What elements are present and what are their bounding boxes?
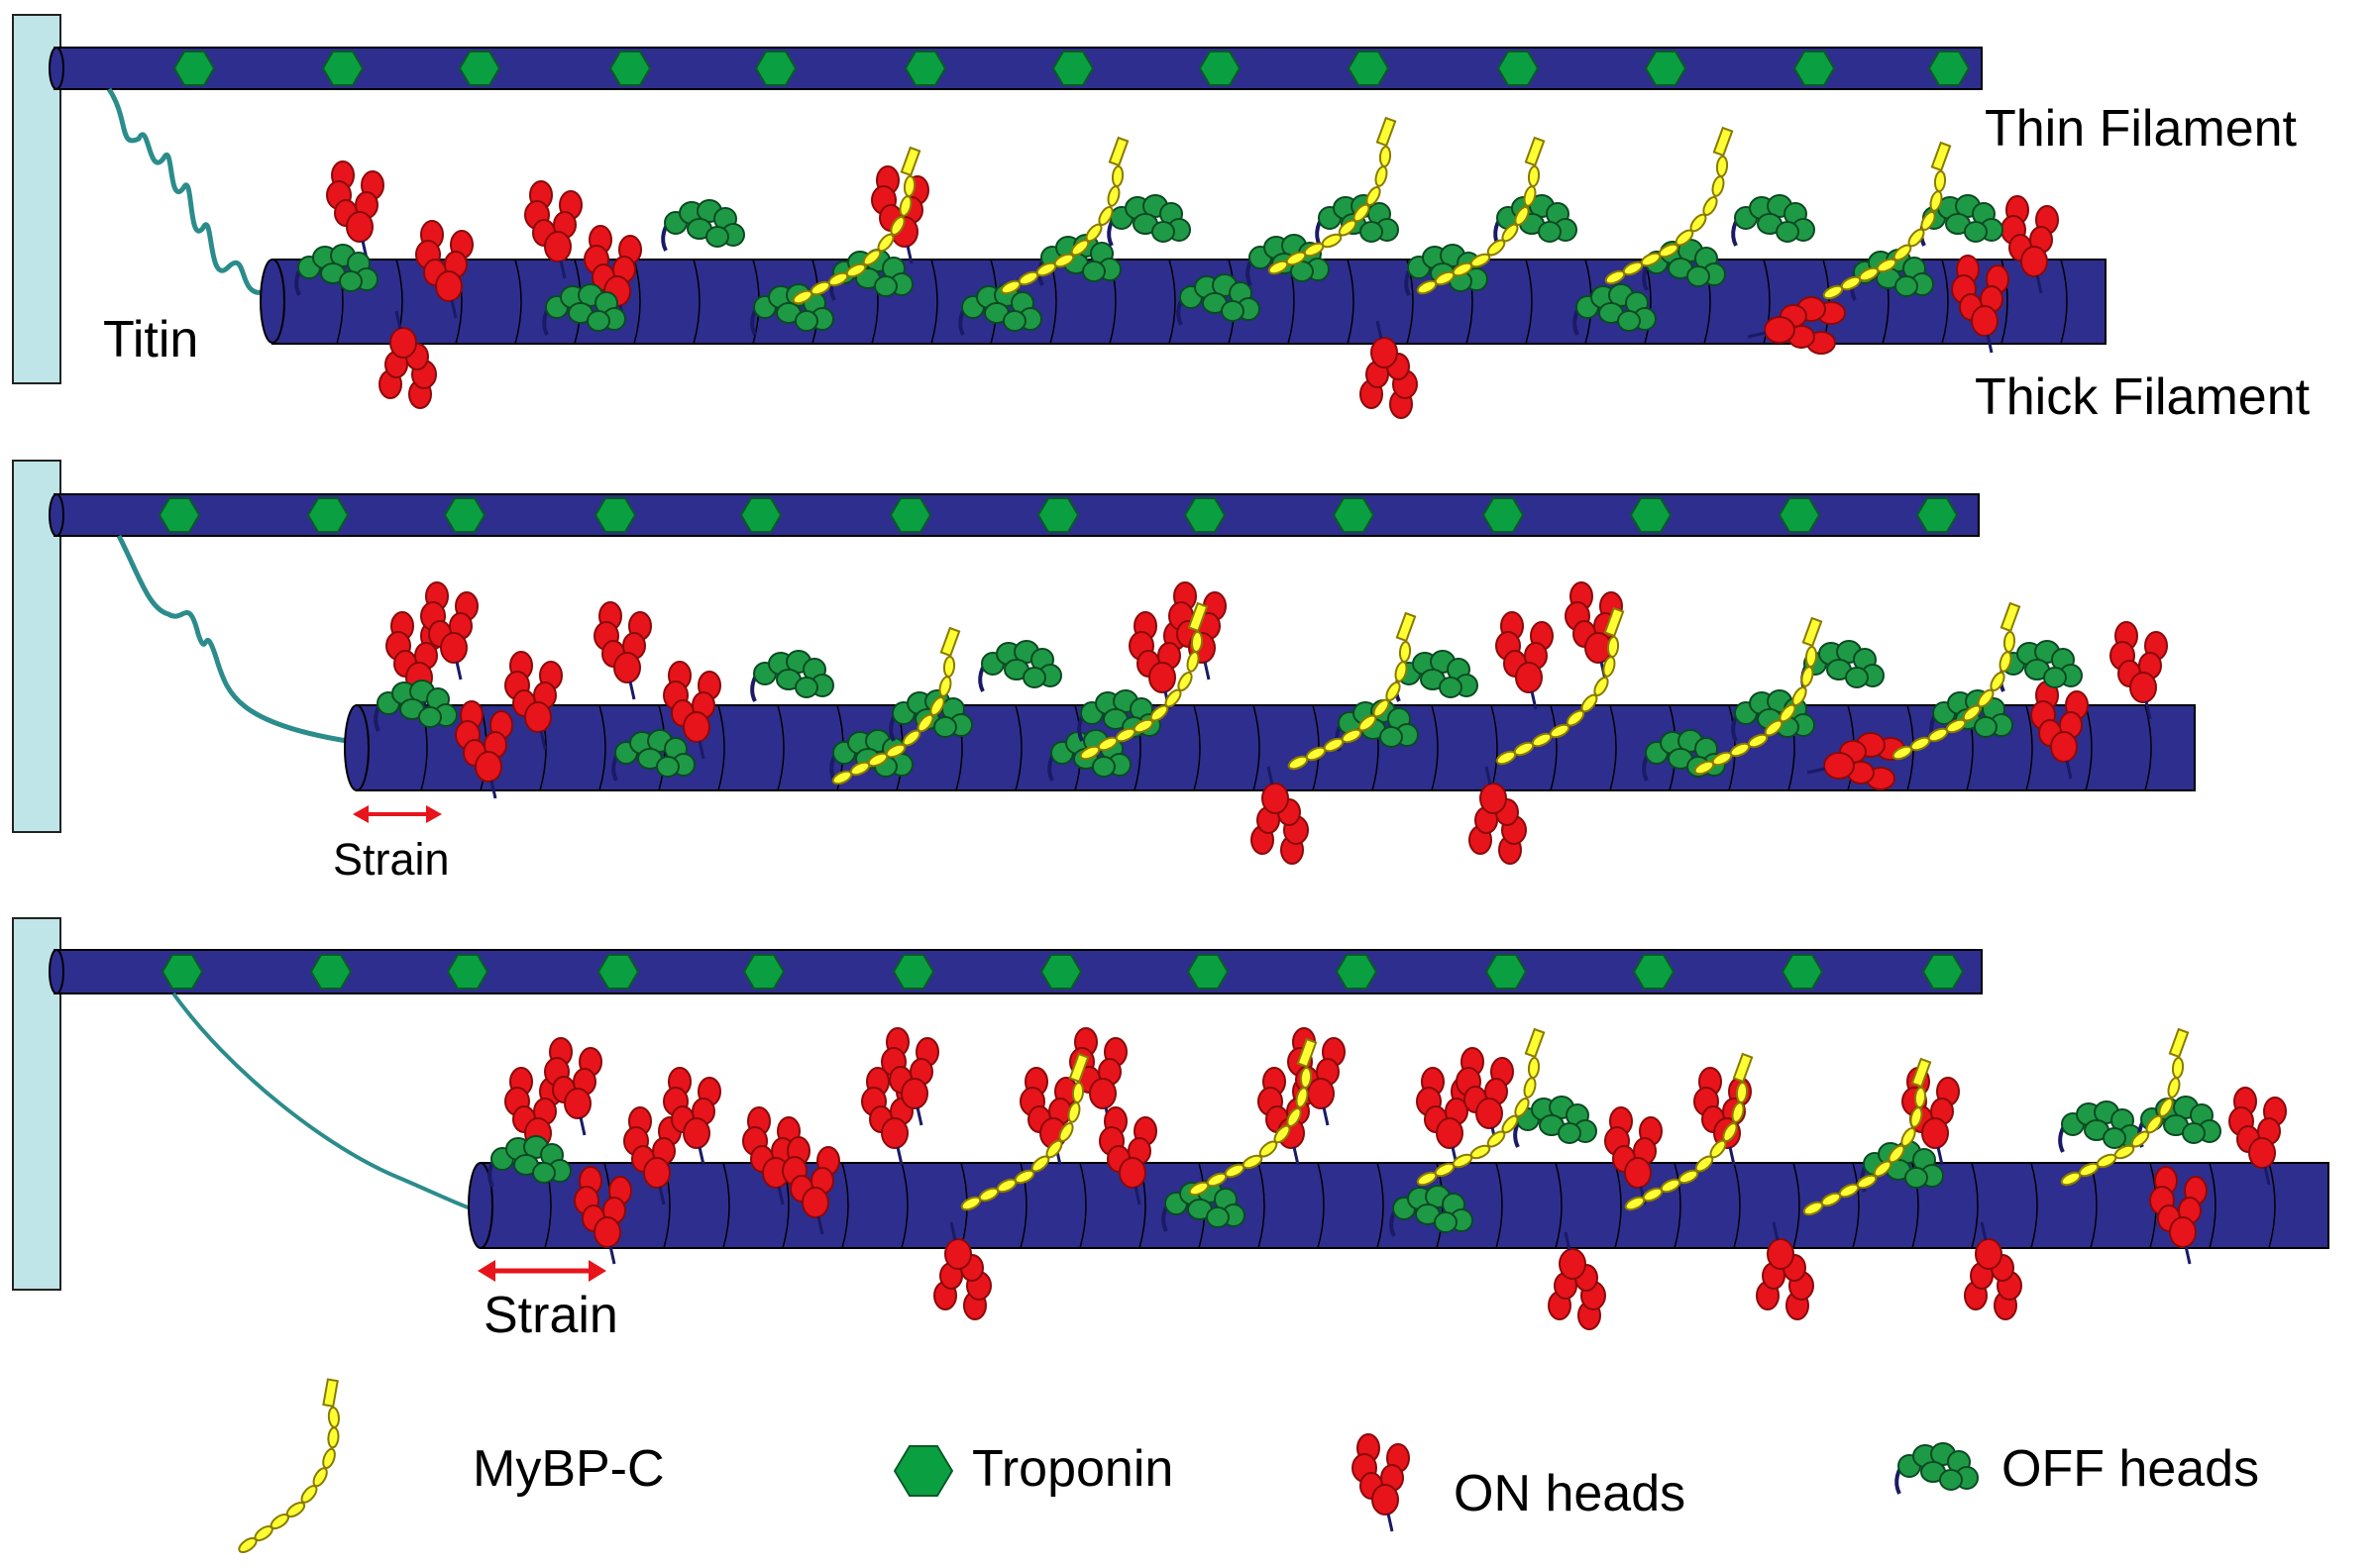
panel-2: Strain xyxy=(12,460,2196,885)
panel-1: Thin Filament Thick Filament Titin xyxy=(12,14,2311,426)
thick-filament-label: Thick Filament xyxy=(1975,368,2311,426)
titin xyxy=(106,87,264,295)
panel-3: Strain xyxy=(12,917,2329,1344)
legend: MyBP-C Troponin ON heads OFF heads xyxy=(209,1376,2259,1557)
legend-on-heads: ON heads xyxy=(1351,1432,1685,1533)
legend-troponin-label: Troponin xyxy=(972,1440,1173,1498)
off-head-icon xyxy=(1894,1441,1980,1496)
legend-off-heads-label: OFF heads xyxy=(2001,1440,2259,1498)
strain-label: Strain xyxy=(333,834,450,885)
titin xyxy=(171,992,477,1212)
titin-label: Titin xyxy=(103,311,198,368)
legend-mybpc-label: MyBP-C xyxy=(473,1440,665,1498)
legend-on-heads-label: ON heads xyxy=(1454,1465,1685,1522)
strain-label: Strain xyxy=(484,1287,618,1344)
legend-off-heads: OFF heads xyxy=(1894,1440,2259,1498)
legend-troponin: Troponin xyxy=(893,1440,1173,1498)
thin-filament-label: Thin Filament xyxy=(1985,100,2298,157)
strain-arrow xyxy=(478,1260,606,1282)
on-head-icon xyxy=(1351,1432,1411,1533)
strain-arrow xyxy=(353,805,442,823)
troponin-icon xyxy=(893,1445,954,1497)
legend-mybpc: MyBP-C xyxy=(209,1376,665,1557)
titin xyxy=(116,534,348,744)
